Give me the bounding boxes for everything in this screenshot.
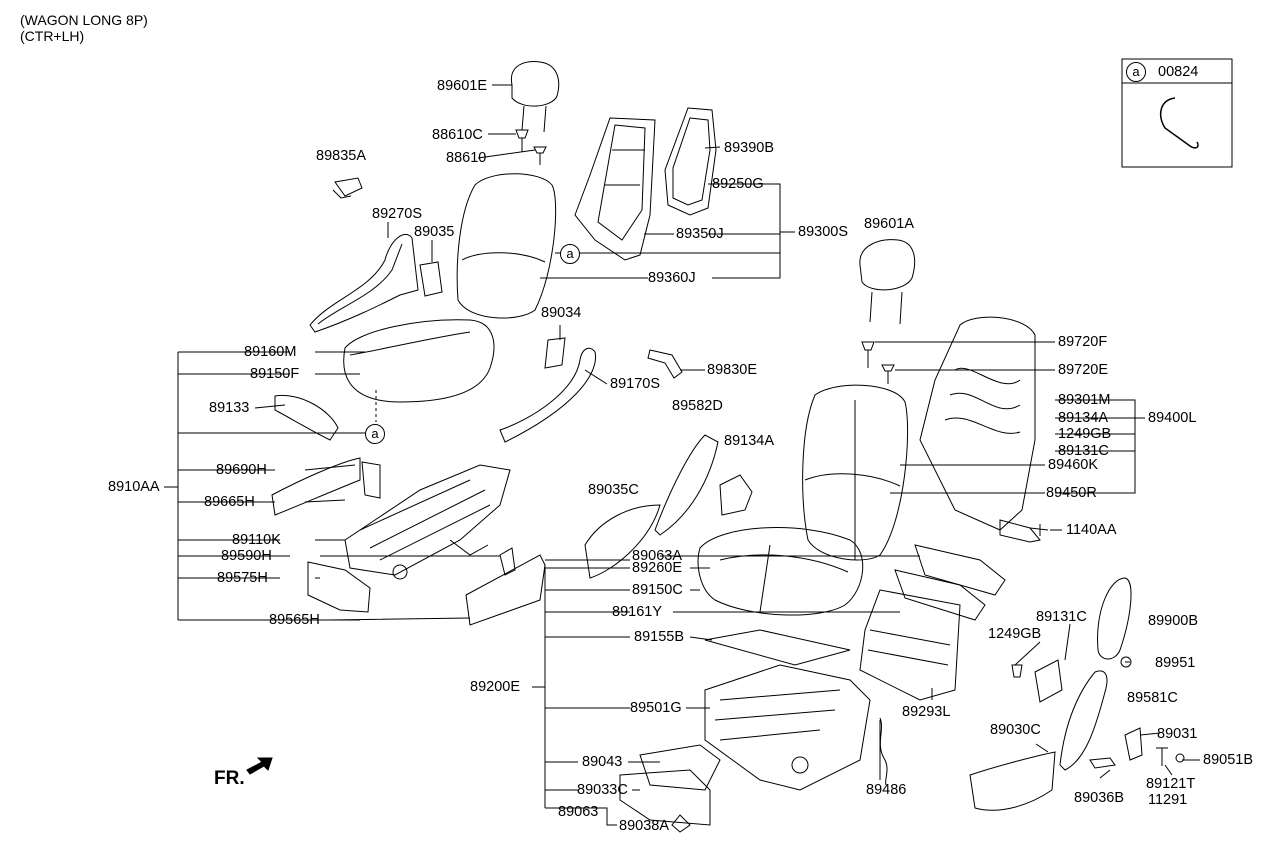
part-label: 89043	[582, 754, 623, 770]
part-label: 89665H	[204, 494, 255, 510]
part-label: 89110K	[232, 532, 281, 548]
hook-clip-drawing	[1159, 97, 1199, 149]
inset-box	[1121, 58, 1233, 168]
part-label: 89270S	[372, 206, 422, 222]
part-label: 89590H	[221, 548, 272, 564]
part-label: 89134A	[724, 433, 774, 449]
part-label: 89300S	[798, 224, 848, 240]
part-label: 1140AA	[1066, 522, 1117, 538]
seat-track-left	[344, 464, 511, 576]
armrest	[1097, 577, 1132, 660]
part-label: 89293L	[902, 704, 951, 720]
part-label: 89200E	[470, 679, 520, 695]
trim-strip	[499, 347, 597, 443]
part-label: 89350J	[676, 226, 724, 242]
part-label: 89460K	[1048, 457, 1098, 473]
part-label: 1249GB	[1058, 426, 1112, 442]
header-position: (CTR+LH)	[20, 28, 85, 44]
inset-callout-letter: a	[1126, 62, 1146, 82]
part-label: 89036B	[1074, 790, 1124, 806]
part-label: 89390B	[724, 140, 774, 156]
part-label: 89720F	[1058, 334, 1108, 350]
seatback-frame-left	[574, 117, 656, 261]
part-label: 89835A	[316, 148, 366, 164]
part-label: 89150C	[632, 582, 683, 598]
part-label: 11291	[1148, 792, 1188, 808]
side-shield-89270S	[309, 233, 419, 333]
part-label: 89486	[866, 782, 907, 798]
front-arrow-icon	[246, 757, 273, 775]
part-label: 89121T	[1146, 776, 1196, 792]
callout-a-back: a	[560, 244, 580, 264]
back-panel	[664, 107, 717, 216]
part-label: 88610	[446, 150, 487, 166]
part-label: 89581C	[1127, 690, 1178, 706]
part-label: 89900B	[1148, 613, 1198, 629]
part-label: 89170S	[610, 376, 660, 392]
part-label: 89582D	[672, 398, 723, 414]
part-label: 89450R	[1046, 485, 1097, 501]
handle-89133	[274, 394, 339, 441]
part-label: 89155B	[634, 629, 684, 645]
inset-part-code: 00824	[1158, 64, 1199, 80]
shield-89293L	[859, 589, 961, 701]
part-label: 1249GB	[988, 626, 1042, 642]
part-label: 89690H	[216, 462, 267, 478]
part-label: 89161Y	[612, 604, 662, 620]
part-label: 89160M	[244, 344, 297, 360]
cover-89565H	[465, 554, 546, 626]
part-label: 88610C	[432, 127, 483, 143]
part-label: 89601A	[864, 216, 914, 232]
part-label: 89150F	[250, 366, 300, 382]
part-label: 8910AA	[108, 479, 160, 495]
part-label: 89131C	[1036, 609, 1087, 625]
part-label: 89038A	[619, 818, 669, 834]
seatback-left	[456, 173, 557, 319]
part-label: 89301M	[1058, 392, 1111, 408]
part-label: 89565H	[269, 612, 320, 628]
seatback-right	[802, 384, 909, 561]
part-label: 89030C	[990, 722, 1041, 738]
part-label: 89063A	[632, 548, 682, 564]
header-variant: (WAGON LONG 8P)	[20, 12, 148, 28]
part-label: 89360J	[648, 270, 696, 286]
part-label: 89035	[414, 224, 455, 240]
part-label: 89720E	[1058, 362, 1108, 378]
front-marker: FR.	[214, 768, 245, 789]
part-label: 89031	[1157, 726, 1198, 742]
callout-a-left: a	[365, 424, 385, 444]
part-label: 89034	[541, 305, 582, 321]
part-label: 89601E	[437, 78, 487, 94]
seatback-frame-right	[919, 316, 1036, 531]
headrest-left	[510, 61, 560, 107]
part-label: 89250G	[712, 176, 764, 192]
seat-cushion-left	[343, 319, 495, 403]
side-trim-89030C	[969, 751, 1056, 811]
headrest-right	[859, 239, 916, 291]
cover-89690H	[271, 457, 361, 516]
part-label: 89260E	[632, 560, 682, 576]
seat-track-right	[704, 664, 871, 791]
part-label: 89051B	[1203, 752, 1253, 768]
part-label: 89575H	[217, 570, 268, 586]
part-label: 89951	[1155, 655, 1196, 671]
seat-cushion-right	[697, 527, 864, 616]
part-label: 89033C	[577, 782, 628, 798]
part-label: 89134A	[1058, 410, 1108, 426]
part-label: 89131C	[1058, 443, 1109, 459]
part-label: 89133	[209, 400, 250, 416]
part-label: 89035C	[588, 482, 639, 498]
part-label: 89501G	[630, 700, 682, 716]
part-label: 89063	[558, 804, 599, 820]
part-label: 89830E	[707, 362, 757, 378]
part-label: 89400L	[1148, 410, 1197, 426]
